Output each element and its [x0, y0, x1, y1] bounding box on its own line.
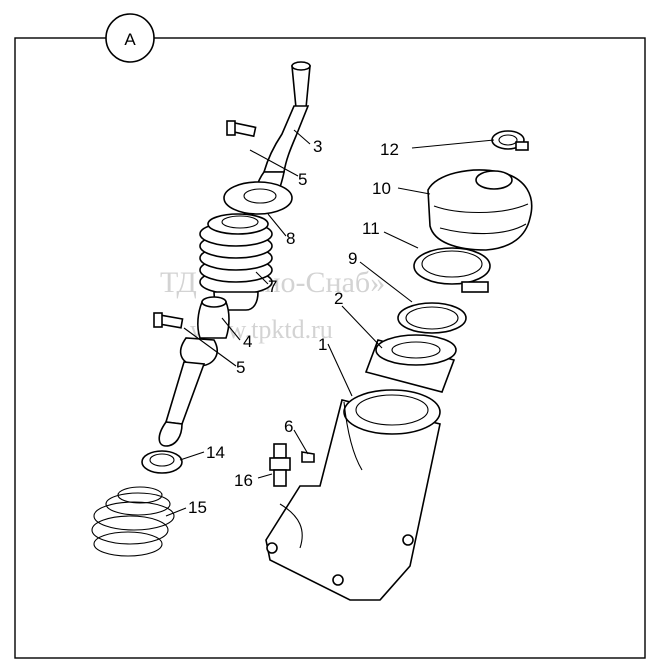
callout-7: 7: [268, 277, 277, 296]
view-label-text: A: [124, 30, 136, 49]
callout-11: 11: [362, 219, 380, 238]
part-lower-ring: [141, 450, 183, 474]
callout-6: 6: [284, 417, 293, 436]
view-label: A: [105, 13, 155, 63]
part-sleeve: [364, 334, 457, 393]
part-clamp: [491, 130, 529, 151]
callout-5-upper: 5: [298, 170, 307, 189]
part-cap: [301, 451, 315, 463]
callout-16: 16: [234, 471, 253, 490]
part-snap-ring: [397, 302, 467, 334]
part-bellows: [199, 213, 273, 311]
callout-1: 1: [318, 335, 327, 354]
callout-15: 15: [188, 498, 207, 517]
part-pin-upper: [226, 120, 257, 138]
callout-4: 4: [243, 332, 252, 351]
part-dust-boot: [427, 169, 533, 251]
callout-9: 9: [348, 249, 357, 268]
callout-14: 14: [206, 443, 225, 462]
part-housing: [265, 389, 441, 601]
callout-8: 8: [286, 229, 295, 248]
part-washer: [223, 181, 293, 215]
part-spring: [91, 486, 175, 557]
callout-12: 12: [380, 140, 399, 159]
part-grease-fitting: [269, 443, 291, 487]
callout-3: 3: [313, 137, 322, 156]
leader-lines: [165, 129, 495, 517]
callout-10: 10: [372, 179, 391, 198]
diagram-frame: [14, 37, 646, 659]
part-pin-lower: [153, 312, 184, 329]
callout-5-lower: 5: [236, 358, 245, 377]
callout-2: 2: [334, 289, 343, 308]
part-clamp-band: [413, 247, 491, 293]
